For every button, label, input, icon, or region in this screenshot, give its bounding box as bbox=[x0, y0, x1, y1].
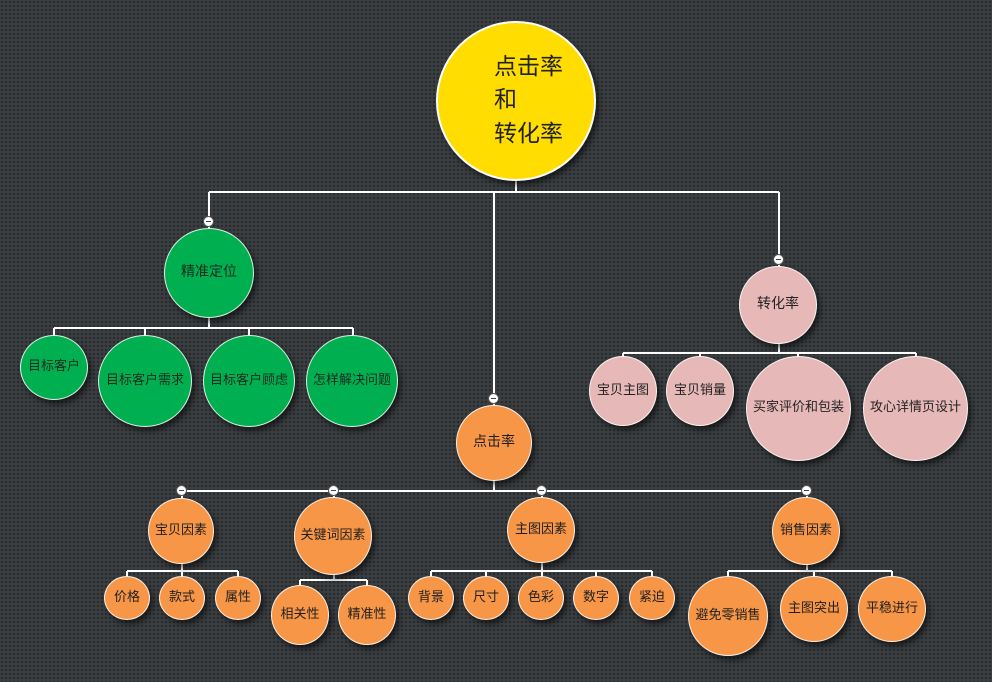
ctr-leaf-label: 背景 bbox=[417, 589, 444, 605]
positioning-child-label: 目标客户需求 bbox=[105, 372, 184, 388]
ctr-leaf-node[interactable]: 相关性 bbox=[271, 585, 329, 645]
ctr-group-label: 宝贝因素 bbox=[154, 522, 207, 538]
collapse-toggle-positioning[interactable] bbox=[203, 216, 214, 227]
ctr-leaf-label: 色彩 bbox=[527, 589, 554, 605]
ctr-leaf-node[interactable]: 紧迫 bbox=[629, 576, 675, 620]
ctr-leaf-node[interactable]: 数字 bbox=[573, 576, 619, 620]
ctr-group-label: 关键词因素 bbox=[300, 527, 366, 543]
ctr-leaf-label: 数字 bbox=[582, 589, 609, 605]
ctr-group-node[interactable]: 关键词因素 bbox=[294, 497, 372, 575]
positioning-child-label: 目标客户 bbox=[27, 359, 80, 375]
conversion-child-node[interactable]: 宝贝主图 bbox=[589, 356, 657, 426]
ctr-leaf-label: 主图突出 bbox=[787, 600, 840, 616]
ctr-group-node[interactable]: 主图因素 bbox=[507, 497, 575, 563]
positioning-child-label: 怎样解决问题 bbox=[312, 372, 391, 388]
conversion-child-label: 买家评价和包装 bbox=[752, 400, 844, 416]
collapse-toggle-keyword-factors[interactable] bbox=[328, 485, 339, 496]
ctr-leaf-node[interactable]: 色彩 bbox=[518, 576, 564, 620]
root-label-line2: 转化率 bbox=[494, 120, 563, 147]
ctr-leaf-node[interactable]: 平稳进行 bbox=[858, 576, 926, 642]
positioning-label: 精准定位 bbox=[181, 264, 237, 281]
ctr-leaf-label: 尺寸 bbox=[472, 589, 499, 605]
ctr-group-node[interactable]: 销售因素 bbox=[772, 497, 840, 565]
ctr-leaf-label: 精准性 bbox=[347, 606, 387, 622]
ctr-leaf-node[interactable]: 属性 bbox=[215, 576, 261, 620]
ctr-group-label: 销售因素 bbox=[779, 522, 832, 538]
positioning-node[interactable]: 精准定位 bbox=[164, 228, 254, 318]
ctr-leaf-label: 款式 bbox=[168, 589, 195, 605]
ctr-leaf-node[interactable]: 主图突出 bbox=[780, 576, 848, 642]
conversion-node[interactable]: 转化率 bbox=[739, 266, 817, 344]
ctr-leaf-label: 紧迫 bbox=[638, 589, 665, 605]
ctr-leaf-node[interactable]: 精准性 bbox=[338, 585, 396, 645]
root-label-line1: 点击率和 bbox=[494, 53, 563, 114]
positioning-child-node[interactable]: 目标客户需求 bbox=[98, 335, 192, 427]
ctr-group-node[interactable]: 宝贝因素 bbox=[148, 498, 214, 564]
ctr-leaf-label: 价格 bbox=[113, 589, 140, 605]
ctr-leaf-label: 属性 bbox=[224, 589, 251, 605]
conversion-child-node[interactable]: 攻心详情页设计 bbox=[863, 356, 968, 461]
collapse-toggle-conversion[interactable] bbox=[773, 254, 784, 265]
ctr-group-label: 主图因素 bbox=[514, 521, 567, 537]
collapse-toggle-ctr[interactable] bbox=[488, 393, 499, 404]
ctr-label: 点击率 bbox=[473, 434, 515, 451]
collapse-toggle-image-factors[interactable] bbox=[536, 485, 547, 496]
positioning-child-node[interactable]: 目标客户 bbox=[20, 335, 88, 400]
conversion-child-label: 攻心详情页设计 bbox=[869, 400, 961, 416]
collapse-toggle-sales-factors[interactable] bbox=[801, 485, 812, 496]
positioning-child-label: 目标客户顾虑 bbox=[209, 372, 288, 388]
ctr-leaf-node[interactable]: 款式 bbox=[159, 576, 205, 620]
conversion-child-label: 宝贝销量 bbox=[673, 382, 726, 398]
positioning-child-node[interactable]: 怎样解决问题 bbox=[306, 335, 398, 427]
ctr-node[interactable]: 点击率 bbox=[456, 405, 532, 481]
ctr-leaf-node[interactable]: 尺寸 bbox=[463, 576, 509, 620]
ctr-leaf-node[interactable]: 避免零销售 bbox=[688, 576, 768, 656]
conversion-child-node[interactable]: 买家评价和包装 bbox=[746, 356, 851, 461]
root-node[interactable]: 点击率和转化率 bbox=[436, 21, 596, 181]
positioning-child-node[interactable]: 目标客户顾虑 bbox=[203, 335, 295, 427]
collapse-toggle-product-factors[interactable] bbox=[176, 485, 187, 496]
conversion-label: 转化率 bbox=[757, 296, 799, 313]
ctr-leaf-node[interactable]: 背景 bbox=[408, 576, 454, 620]
conversion-child-label: 宝贝主图 bbox=[596, 382, 649, 398]
ctr-leaf-label: 相关性 bbox=[280, 606, 320, 622]
ctr-leaf-node[interactable]: 价格 bbox=[104, 576, 150, 620]
ctr-leaf-label: 避免零销售 bbox=[695, 607, 761, 623]
conversion-child-node[interactable]: 宝贝销量 bbox=[666, 356, 734, 426]
ctr-leaf-label: 平稳进行 bbox=[865, 600, 918, 616]
